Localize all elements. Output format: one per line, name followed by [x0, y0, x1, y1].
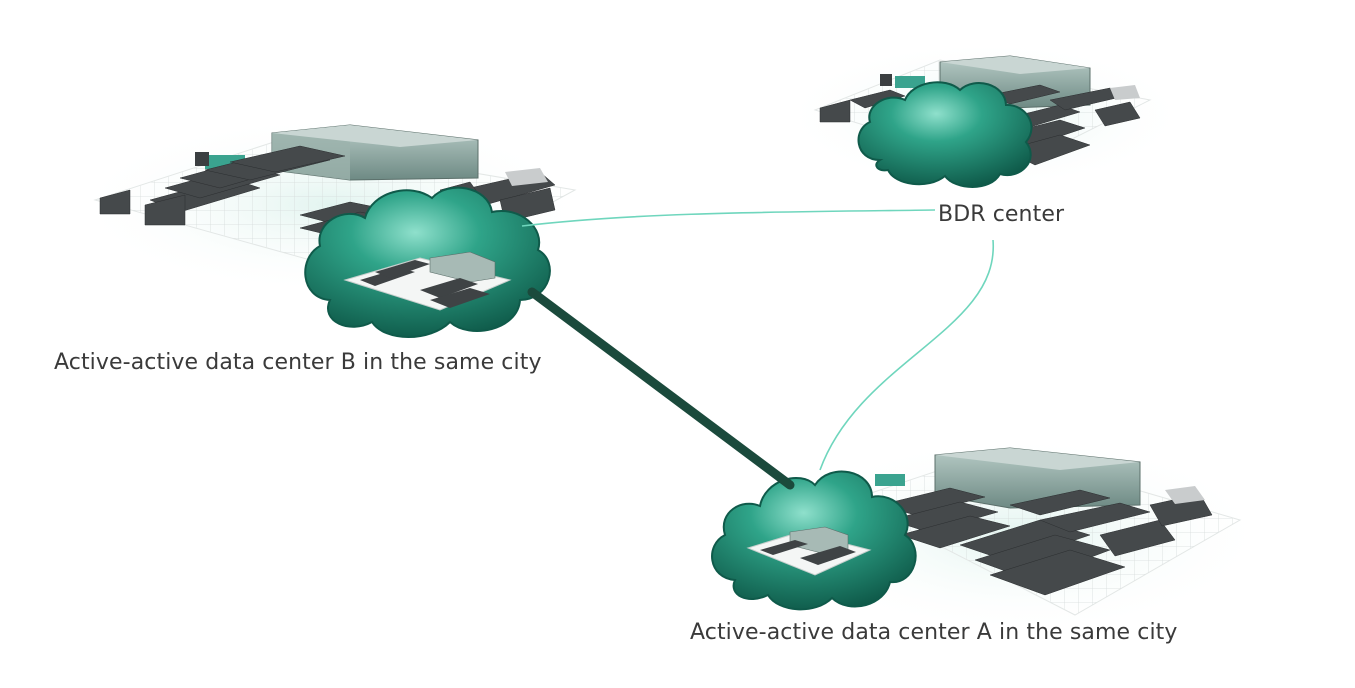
bdr-center — [780, 40, 1190, 190]
link-bdr-a — [819, 239, 994, 471]
cloud-icon — [304, 186, 551, 338]
cooling-unit — [875, 474, 905, 486]
data-center-icon — [875, 447, 1213, 596]
bdr-label: BDR center — [938, 202, 1065, 227]
data-center-b — [70, 115, 590, 338]
data-center-a — [711, 435, 1270, 635]
links — [521, 209, 994, 490]
link-b-bdr — [521, 209, 936, 227]
dc-b-label: Active-active data center B in the same … — [54, 350, 542, 375]
link-b-a — [527, 287, 795, 490]
dc-a-label: Active-active data center A in the same … — [690, 620, 1178, 645]
cooling-unit — [895, 76, 925, 88]
cloud-icon — [711, 470, 917, 611]
cloud-icon — [857, 81, 1033, 188]
